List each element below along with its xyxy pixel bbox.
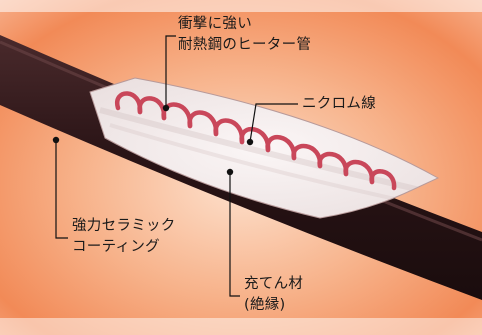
top-fade — [0, 0, 482, 12]
leader-dot-coating — [53, 137, 59, 143]
label-filler-line1: 充てん材 — [244, 274, 303, 295]
leader-dot-nichrome — [247, 139, 253, 145]
label-impact-resistant-tube-line1: 衝撃に強い — [178, 14, 311, 35]
leader-dot-filler — [227, 169, 233, 175]
label-nichrome-wire-text: ニクロム線 — [302, 94, 376, 115]
label-nichrome-wire: ニクロム線 — [302, 94, 376, 115]
label-impact-resistant-tube: 衝撃に強い 耐熱鋼のヒーター管 — [178, 14, 311, 56]
label-filler-line2: (絶縁) — [244, 295, 303, 316]
leader-dot-tube — [163, 105, 169, 111]
label-filler: 充てん材 (絶縁) — [244, 274, 303, 316]
label-ceramic-coating: 強力セラミック コーティング — [72, 216, 176, 258]
label-ceramic-coating-line1: 強力セラミック — [72, 216, 176, 237]
bottom-fade — [0, 318, 482, 335]
label-ceramic-coating-line2: コーティング — [72, 237, 176, 258]
label-impact-resistant-tube-line2: 耐熱鋼のヒーター管 — [178, 35, 311, 56]
